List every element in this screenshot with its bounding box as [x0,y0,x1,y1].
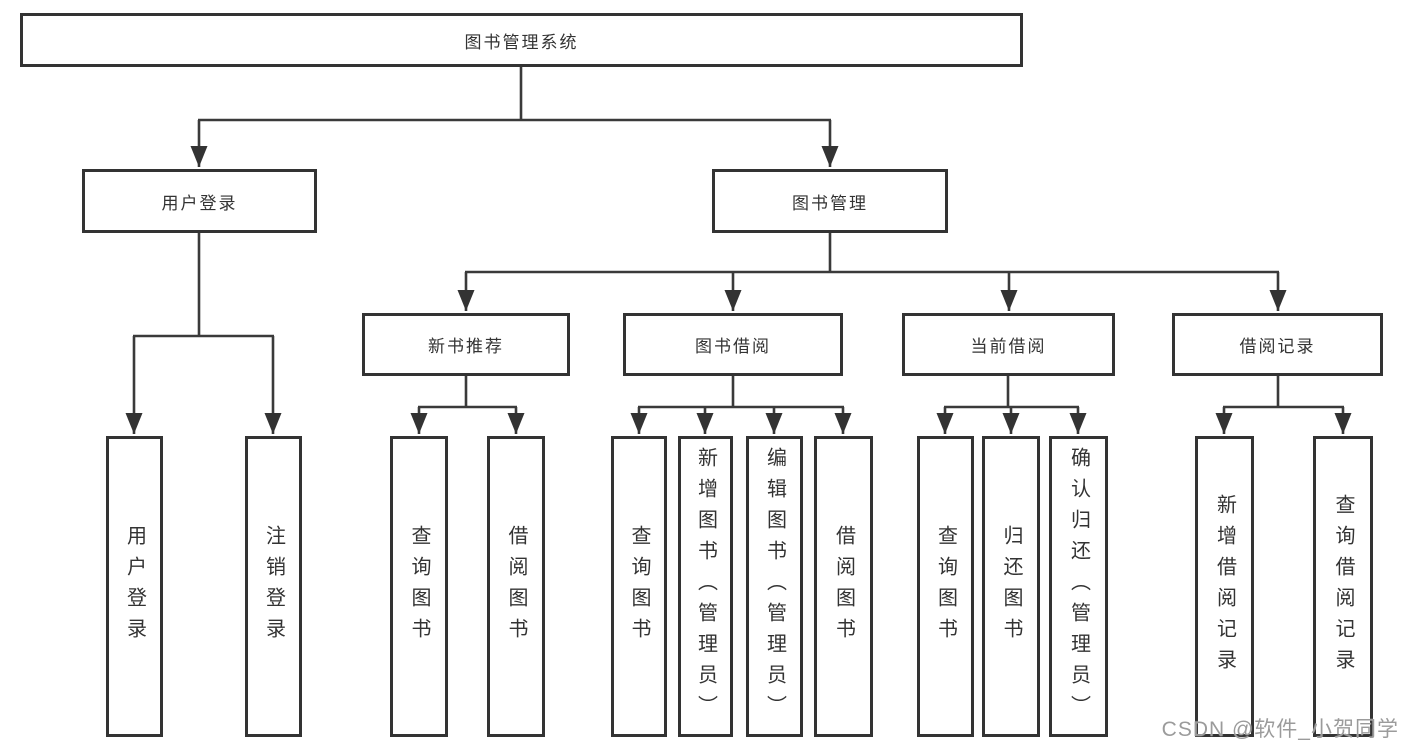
leaf-current-query-books: 查询图书 [917,436,974,737]
node-book-borrow: 图书借阅 [623,313,843,376]
leaf-return-books-label: 归还图书 [1000,524,1022,649]
leaf-recommend-borrow-books-label: 借阅图书 [505,524,527,649]
leaf-recommend-query-books: 查询图书 [390,436,448,737]
node-current-borrow-label: 当前借阅 [970,337,1047,356]
node-new-book-recommend-label: 新书推荐 [428,337,504,356]
leaf-edit-books-admin-label: 编辑图书（管理员） [763,447,786,726]
node-borrow-records: 借阅记录 [1172,313,1383,376]
node-user-login-label: 用户登录 [161,193,238,213]
leaf-add-borrow-record: 新增借阅记录 [1195,436,1254,737]
leaf-edit-books-admin: 编辑图书（管理员） [746,436,803,737]
leaf-query-borrow-record: 查询借阅记录 [1313,436,1373,737]
leaf-borrow-books-label: 借阅图书 [832,524,855,649]
leaf-add-books-admin-label: 新增图书（管理员） [694,447,717,726]
node-book-borrow-label: 图书借阅 [695,337,771,356]
watermark: CSDN @软件_小贺同学 [1161,718,1399,741]
leaf-add-borrow-record-label: 新增借阅记录 [1213,493,1236,680]
leaf-logout: 注销登录 [245,436,302,737]
leaf-query-borrow-record-label: 查询借阅记录 [1332,493,1354,680]
leaf-confirm-return-admin: 确认归还（管理员） [1049,436,1108,737]
leaf-recommend-query-books-label: 查询图书 [408,524,430,649]
leaf-user-login-label: 用户登录 [123,524,146,649]
node-borrow-records-label: 借阅记录 [1239,337,1316,356]
node-book-management-label: 图书管理 [792,193,868,213]
leaf-borrow-query-books-label: 查询图书 [628,524,650,649]
leaf-add-books-admin: 新增图书（管理员） [678,436,733,737]
node-new-book-recommend: 新书推荐 [362,313,570,376]
leaf-borrow-books: 借阅图书 [814,436,873,737]
node-current-borrow: 当前借阅 [902,313,1115,376]
leaf-return-books: 归还图书 [982,436,1040,737]
leaf-current-query-books-label: 查询图书 [934,524,957,649]
leaf-recommend-borrow-books: 借阅图书 [487,436,545,737]
node-user-login: 用户登录 [82,169,317,233]
node-root-label: 图书管理系统 [464,32,579,52]
leaf-logout-label: 注销登录 [262,524,285,649]
node-book-management: 图书管理 [712,169,948,233]
node-root: 图书管理系统 [20,13,1023,67]
leaf-borrow-query-books: 查询图书 [611,436,667,737]
leaf-confirm-return-admin-label: 确认归还（管理员） [1067,447,1090,726]
leaf-user-login: 用户登录 [106,436,163,737]
